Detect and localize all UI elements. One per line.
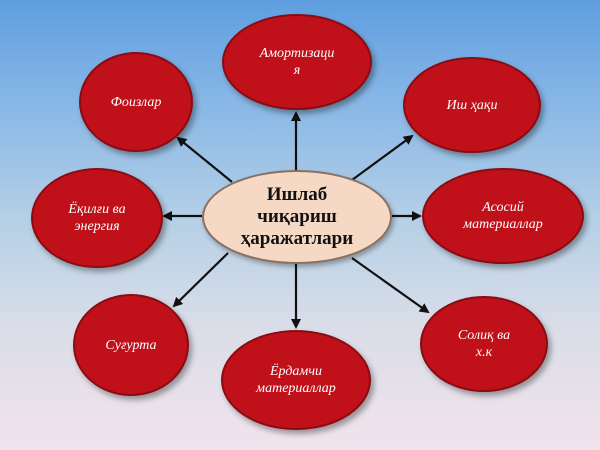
arrow-to-insurance <box>172 252 229 308</box>
arrow-to-wages <box>351 134 414 181</box>
node-label: Асосий материаллар <box>463 200 543 232</box>
node-aux-materials: Ёрдамчи материаллар <box>221 330 371 430</box>
node-taxes: Солиқ ва х.к <box>420 296 548 392</box>
node-label: Ёрдамчи материаллар <box>256 364 336 396</box>
node-label: Фоизлар <box>110 94 162 110</box>
node-label: Амортизаци я <box>259 46 335 78</box>
node-interest: Фоизлар <box>79 52 193 152</box>
arrow-to-interest <box>176 136 233 183</box>
node-amortization: Амортизаци я <box>222 14 372 110</box>
node-fuel-energy: Ёқилғи ва энергия <box>31 168 163 268</box>
node-label: Суғурта <box>105 337 157 353</box>
node-label: Солиқ ва х.к <box>457 328 511 360</box>
node-main-materials: Асосий материаллар <box>422 168 584 264</box>
node-label: Ёқилғи ва энергия <box>68 202 126 234</box>
hub-label: Ишлаб чиқариш ҳаражатлари <box>240 184 354 249</box>
arrow-to-taxes <box>351 257 430 314</box>
node-wages: Иш ҳақи <box>403 57 541 153</box>
node-label: Иш ҳақи <box>446 97 498 113</box>
node-insurance: Суғурта <box>73 294 189 396</box>
hub-production-costs: Ишлаб чиқариш ҳаражатлари <box>202 170 392 264</box>
